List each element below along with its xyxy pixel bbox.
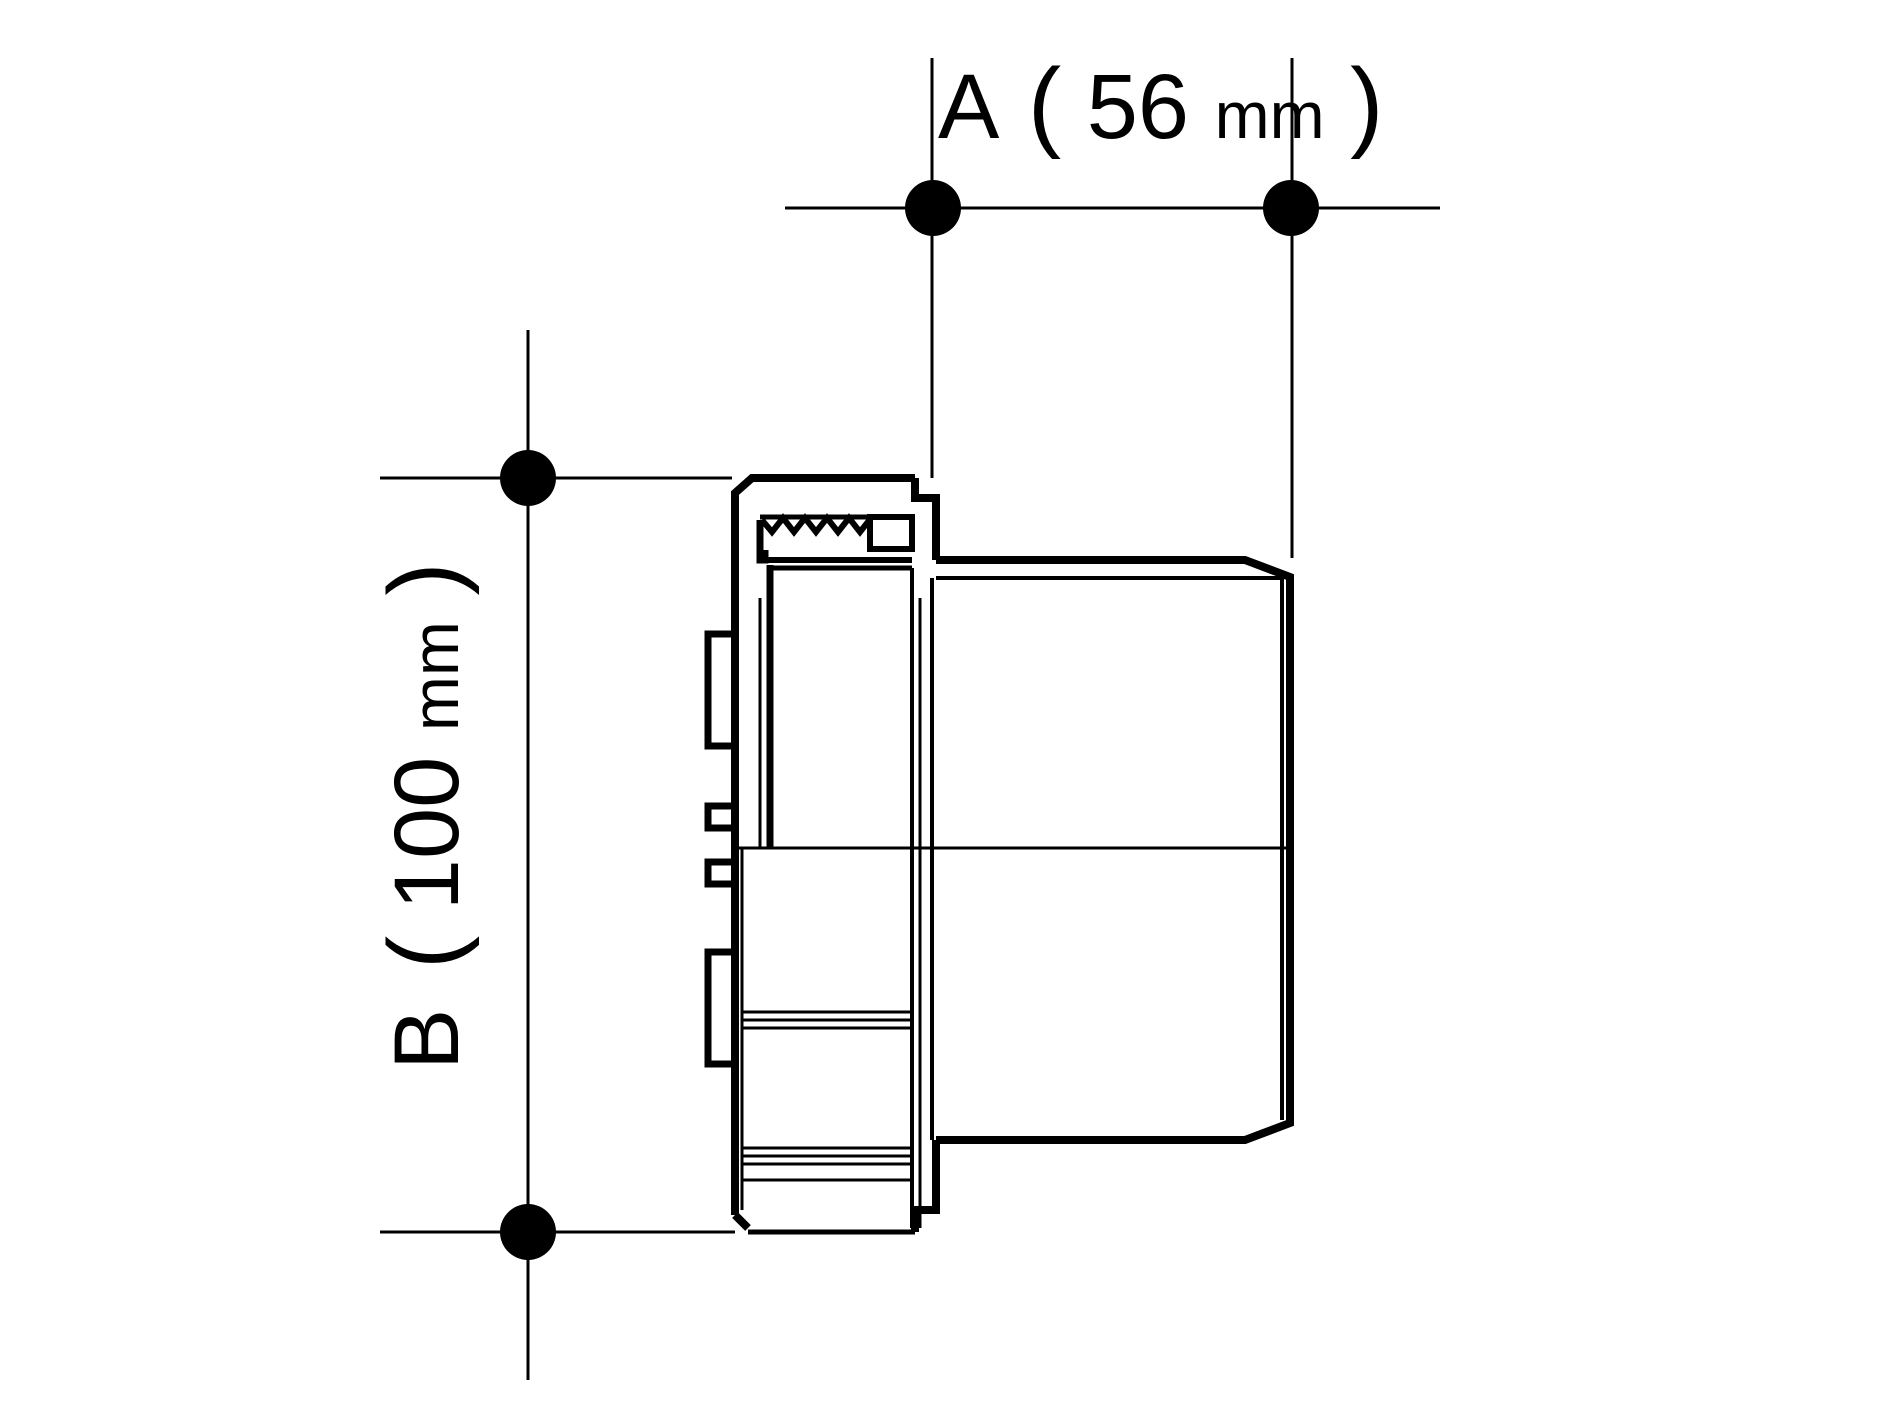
dimension-b-marker-top <box>500 450 556 506</box>
dimension-a-close-paren: ) <box>1350 48 1383 160</box>
grip-ridge-2 <box>704 802 739 832</box>
dimension-a-open-paren: ( <box>1028 48 1061 160</box>
dimension-b-close-paren: ) <box>368 562 480 595</box>
dimension-b-unit: mm <box>398 621 472 731</box>
dimension-b: B ( 100 mm ) <box>368 330 735 1380</box>
dimension-a-letter: A <box>938 56 1000 158</box>
fitting-body <box>704 474 1294 1235</box>
dimension-a-label: A ( 56 mm ) <box>938 48 1383 160</box>
dimension-a-unit: mm <box>1215 78 1325 152</box>
dimension-b-value: 100 <box>376 757 478 911</box>
nut-right-shoulder <box>911 478 940 560</box>
grip-ridge-3 <box>704 858 739 888</box>
spigot-outline <box>936 556 1294 1144</box>
grip-ridge-1 <box>704 630 739 750</box>
grip-ridge-4 <box>704 948 739 1068</box>
nut-outline <box>731 474 915 1215</box>
dimension-b-letter: B <box>376 1009 478 1070</box>
dimension-a-marker-left <box>905 180 961 236</box>
nut-right-lower <box>911 1140 940 1232</box>
thread-slot <box>867 514 915 552</box>
dimension-a: A ( 56 mm ) <box>785 48 1440 558</box>
dimension-a-value: 56 <box>1087 56 1189 158</box>
dimension-b-marker-bottom <box>500 1204 556 1260</box>
dimension-a-marker-right <box>1263 180 1319 236</box>
dimension-b-label: B ( 100 mm ) <box>368 562 480 1070</box>
thread-teeth <box>759 513 874 537</box>
nut-bottom <box>732 1212 751 1231</box>
dimension-b-open-paren: ( <box>368 936 480 969</box>
